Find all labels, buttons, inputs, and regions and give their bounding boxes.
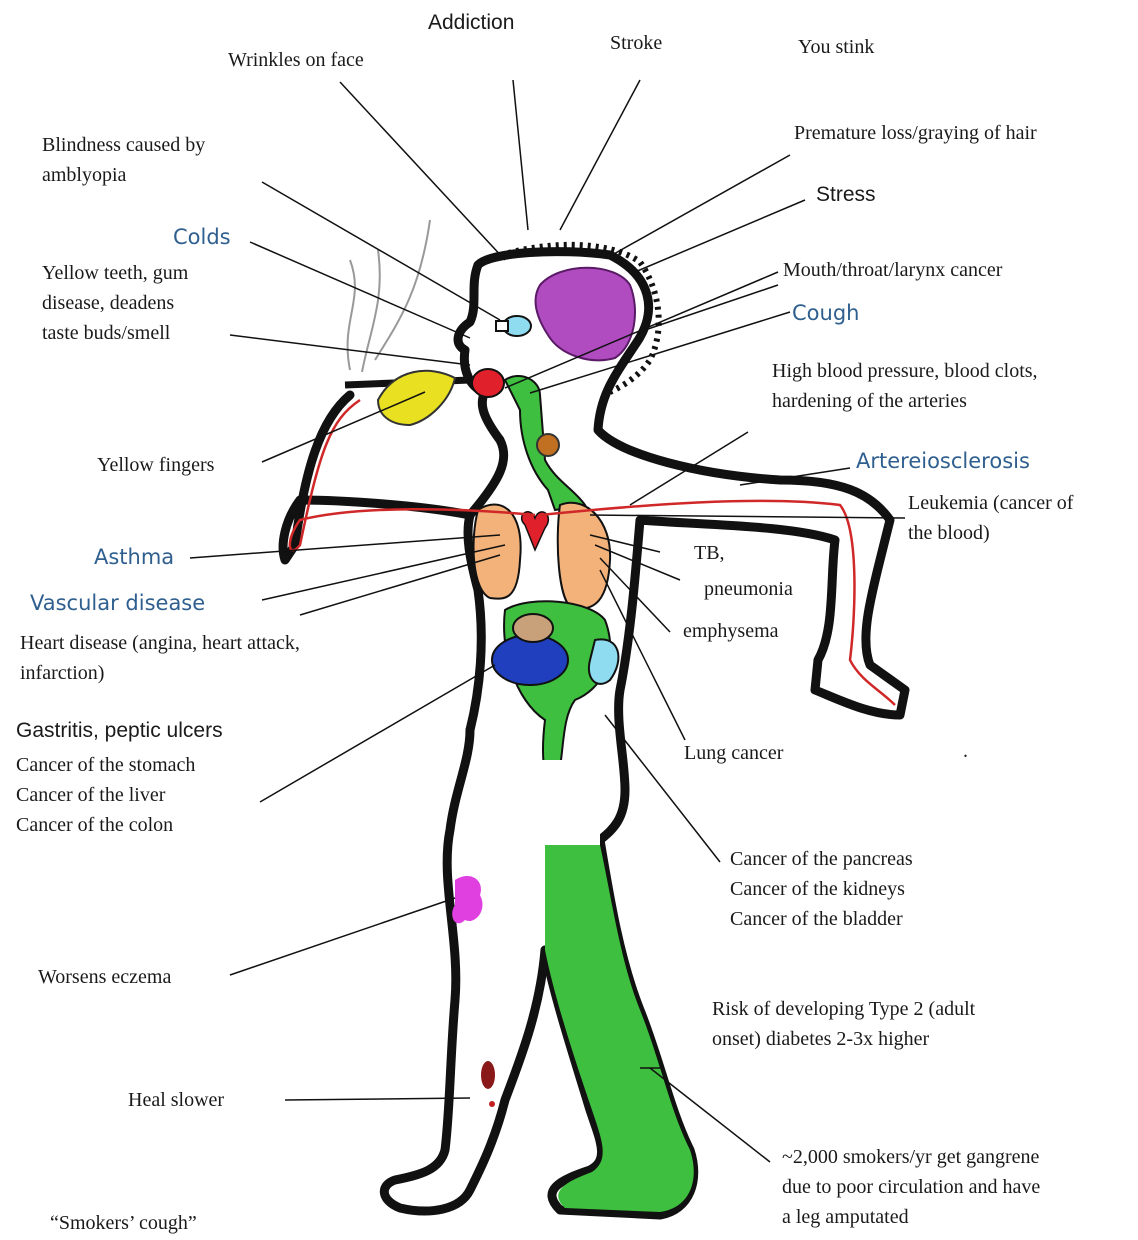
label-vascular: Vascular disease — [30, 588, 205, 618]
wound — [481, 1061, 495, 1089]
label-yellow-fingers: Yellow fingers — [97, 450, 214, 480]
label-eczema: Worsens eczema — [38, 962, 171, 992]
label-heal: Heal slower — [128, 1085, 224, 1115]
mouth — [472, 369, 504, 397]
label-pneumonia: pneumonia — [704, 574, 793, 604]
label-cough: Cough — [792, 298, 859, 328]
blood-drop — [489, 1101, 495, 1107]
label-colds: Colds — [173, 222, 231, 252]
label-stress: Stress — [816, 180, 876, 210]
amblyopia-marker — [496, 321, 508, 331]
yellow-fingers — [378, 371, 455, 425]
label-pancreas: Cancer of the pancreas Cancer of the kid… — [730, 844, 913, 934]
label-you-stink: You stink — [798, 32, 874, 62]
censor-box — [500, 760, 600, 845]
label-leukemia: Leukemia (cancer of the blood) — [908, 488, 1073, 548]
label-tb: TB, — [694, 538, 725, 568]
thyroid — [537, 434, 559, 456]
label-diabetes: Risk of developing Type 2 (adult onset) … — [712, 994, 975, 1054]
left-lung — [474, 504, 521, 598]
label-hair: Premature loss/graying of hair — [794, 118, 1037, 148]
liver — [589, 639, 619, 684]
label-arteriosclerosis: Artereiosclerosis — [856, 446, 1030, 476]
label-mouth-cancer: Mouth/throat/larynx cancer — [783, 255, 1002, 285]
label-stroke: Stroke — [610, 28, 662, 58]
label-asthma: Asthma — [94, 542, 174, 572]
label-emphysema: emphysema — [683, 616, 779, 646]
brain — [536, 268, 635, 360]
label-blood-pressure: High blood pressure, blood clots, harden… — [772, 356, 1038, 416]
label-smokers-cough: “Smokers’ cough” — [50, 1208, 197, 1238]
label-gastritis: Gastritis, peptic ulcers — [16, 716, 223, 746]
label-heart-disease: Heart disease (angina, heart attack, inf… — [20, 628, 300, 688]
label-blindness: Blindness caused by amblyopia — [42, 130, 205, 190]
smoke — [348, 220, 430, 372]
label-addiction: Addiction — [428, 8, 514, 38]
heart — [522, 512, 549, 550]
label-digestive-cancers: Cancer of the stomach Cancer of the live… — [16, 750, 195, 840]
label-lung-cancer-dot: . — [963, 736, 968, 766]
eczema-patch — [452, 876, 482, 923]
label-wrinkles: Wrinkles on face — [228, 45, 364, 75]
right-lung — [558, 503, 610, 609]
label-teeth: Yellow teeth, gum disease, deadens taste… — [42, 258, 188, 348]
pancreas — [513, 614, 553, 642]
label-lung-cancer: Lung cancer — [684, 738, 783, 768]
label-gangrene: ~2,000 smokers/yr get gangrene due to po… — [782, 1142, 1040, 1232]
gangrene-leg — [545, 845, 694, 1212]
